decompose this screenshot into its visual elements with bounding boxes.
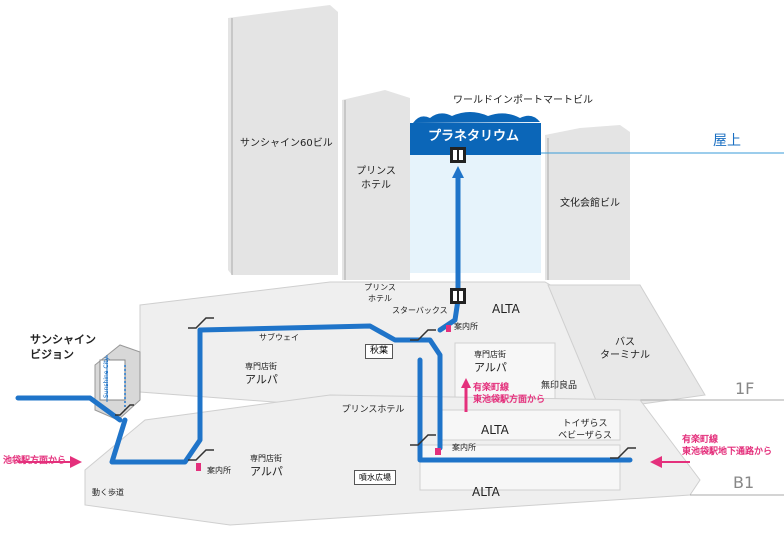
yurakucho-label-1f-line2: 東池袋駅方面から [473, 395, 546, 405]
arrow-up-icon [452, 166, 464, 178]
floor-b1 [84, 394, 701, 526]
route-b1-right [417, 357, 633, 463]
bunka-kaikan-building [545, 125, 630, 280]
planetarium-label: プラネタリウム [428, 129, 520, 144]
prince-hotel-label-line1: プリンス [356, 166, 396, 177]
info-label-1f: 案内所 [454, 322, 478, 331]
prince-hotel-building [342, 90, 410, 280]
world-import-mart-top [410, 123, 541, 155]
bus-terminal-line2: ターミナル [600, 350, 650, 361]
prince-hotel-b1-label: プリンスホテル [341, 405, 405, 415]
muji-label: 無印良品 [541, 381, 578, 391]
bunka-kaikan-label: 文化会館ビル [560, 198, 620, 209]
rooftop-area [410, 153, 541, 273]
toys-r-us-label: トイザらス [562, 419, 608, 429]
alta-label-b1-bottom: ALTA [472, 485, 500, 499]
route-b1-left [109, 327, 203, 465]
ikebukuro-direction-label: 池袋駅方面から [3, 456, 67, 466]
world-import-mart-label: ワールドインポートマートビル [453, 95, 593, 106]
info-label-b1: 案内所 [452, 443, 476, 452]
yurakucho-b1-line2: 東池袋駅地下通路から [682, 447, 773, 457]
floor-label-b1: B1 [733, 473, 755, 492]
route [15, 172, 633, 465]
alpa-label-1: アルパ [245, 373, 278, 386]
moving-walkway-label: 動く歩道 [92, 488, 124, 497]
arrow-up-icon [461, 378, 471, 388]
prince-hotel-1f-line1: プリンス [364, 283, 396, 292]
bus-terminal-line1: バス [615, 337, 635, 348]
sunshine-vision-label-line1: サンシャイン [30, 333, 96, 346]
senmon-label-3: 専門店街 [250, 454, 282, 463]
sunshine-vision-label-line2: ビジョン [30, 348, 74, 361]
alta-label-1f: ALTA [492, 302, 520, 316]
sunshine60-building [228, 5, 338, 275]
floor-label-rooftop: 屋上 [713, 133, 741, 149]
escalator-icon [188, 317, 214, 329]
buildings [228, 5, 630, 280]
yurakucho-b1-line1: 有楽町線 [682, 435, 719, 445]
route-to-elevator [437, 297, 461, 333]
babies-r-us-label: ベビーザらス [558, 431, 612, 441]
fountain-plaza-label: 噴水広場 [354, 470, 396, 485]
info-marker-icon [446, 325, 451, 332]
elevator-icon [450, 147, 466, 163]
escalator-icon [410, 329, 436, 341]
route-vision [15, 395, 123, 423]
arrow-right-icon [70, 456, 82, 468]
escalator-icon [115, 404, 134, 416]
sunshine60-label: サンシャイン60ビル [240, 138, 333, 149]
alpa-label-3: アルパ [250, 465, 283, 478]
akiba-label: 秋葉 [365, 344, 394, 359]
sunshine-vision [94, 344, 141, 421]
senmon-label-1: 専門店街 [245, 362, 277, 371]
alta-label-b1-mid: ALTA [481, 423, 509, 437]
subway-label: サブウェイ [259, 333, 299, 342]
vision-screen-text: Sunshine City [103, 356, 110, 398]
prince-hotel-1f-line2: ホテル [368, 294, 392, 303]
elevator-icon [450, 288, 466, 304]
escalator-icon [188, 449, 214, 461]
alpa-label-2: アルパ [474, 361, 507, 374]
prince-hotel-label-line2: ホテル [361, 180, 391, 191]
escalator-icon [610, 447, 636, 459]
yurakucho-label-1f-line1: 有楽町線 [473, 383, 510, 393]
starbucks-label: スターバックス [392, 306, 448, 315]
floor-label-1f: 1F [735, 379, 755, 398]
arrow-left-icon [650, 456, 662, 468]
info-marker-icon [196, 463, 201, 471]
senmon-label-2: 専門店街 [474, 350, 506, 359]
escalator-icon [410, 434, 436, 446]
info-marker-icon [435, 448, 441, 455]
info-label-b1-left: 案内所 [207, 466, 231, 475]
